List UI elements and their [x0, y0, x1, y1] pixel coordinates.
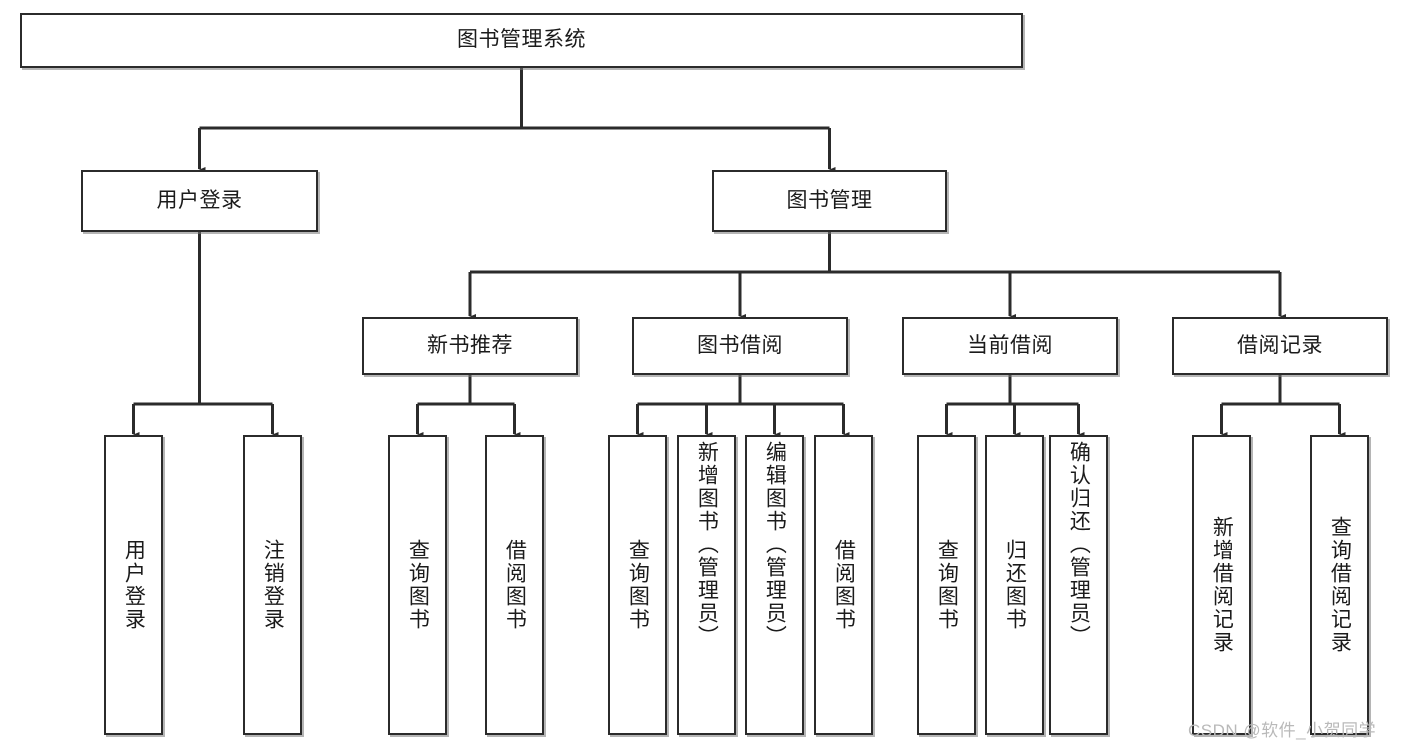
node-label: 图书借阅	[697, 333, 783, 357]
node-label: 借阅记录	[1237, 333, 1323, 357]
watermark-text: CSDN @软件_小贺同学	[1188, 721, 1377, 740]
node-current[interactable]: 当前借阅	[902, 317, 1118, 375]
node-login[interactable]: 用户登录	[81, 170, 318, 232]
node-leaf-9[interactable]: 查询图书	[917, 435, 976, 735]
node-label: 查询借阅记录	[1328, 516, 1352, 654]
node-label: 用户登录	[122, 539, 146, 631]
node-leaf-8[interactable]: 借阅图书	[814, 435, 873, 735]
node-label: 图书管理系统	[457, 28, 586, 52]
node-label: 新增图书（管理员）	[695, 441, 719, 648]
node-leaf-1[interactable]: 用户登录	[104, 435, 163, 735]
node-leaf-6[interactable]: 新增图书（管理员）	[677, 435, 736, 735]
node-records[interactable]: 借阅记录	[1172, 317, 1388, 375]
node-leaf-13[interactable]: 查询借阅记录	[1310, 435, 1369, 735]
node-label: 用户登录	[156, 188, 243, 212]
node-leaf-3[interactable]: 查询图书	[388, 435, 447, 735]
node-leaf-4[interactable]: 借阅图书	[485, 435, 544, 735]
node-root[interactable]: 图书管理系统	[20, 13, 1023, 68]
node-label: 图书管理	[786, 188, 873, 212]
node-label: 编辑图书（管理员）	[763, 441, 787, 648]
node-leaf-10[interactable]: 归还图书	[985, 435, 1044, 735]
node-leaf-2[interactable]: 注销登录	[243, 435, 302, 735]
node-leaf-12[interactable]: 新增借阅记录	[1192, 435, 1251, 735]
node-label: 借阅图书	[503, 539, 527, 631]
node-bookmgmt[interactable]: 图书管理	[712, 170, 947, 232]
node-label: 注销登录	[261, 539, 285, 631]
node-label: 查询图书	[935, 539, 959, 631]
node-label: 当前借阅	[967, 333, 1053, 357]
edge-group	[127, 68, 1346, 442]
node-leaf-7[interactable]: 编辑图书（管理员）	[745, 435, 804, 735]
node-label: 新增借阅记录	[1210, 516, 1234, 654]
node-label: 新书推荐	[427, 333, 513, 357]
node-label: 归还图书	[1003, 539, 1027, 631]
node-label: 查询图书	[406, 539, 430, 631]
node-label: 借阅图书	[832, 539, 856, 631]
node-leaf-5[interactable]: 查询图书	[608, 435, 667, 735]
node-leaf-11[interactable]: 确认归还（管理员）	[1049, 435, 1108, 735]
node-newbook[interactable]: 新书推荐	[362, 317, 578, 375]
node-label: 查询图书	[626, 539, 650, 631]
node-borrow[interactable]: 图书借阅	[632, 317, 848, 375]
node-label: 确认归还（管理员）	[1067, 441, 1091, 648]
